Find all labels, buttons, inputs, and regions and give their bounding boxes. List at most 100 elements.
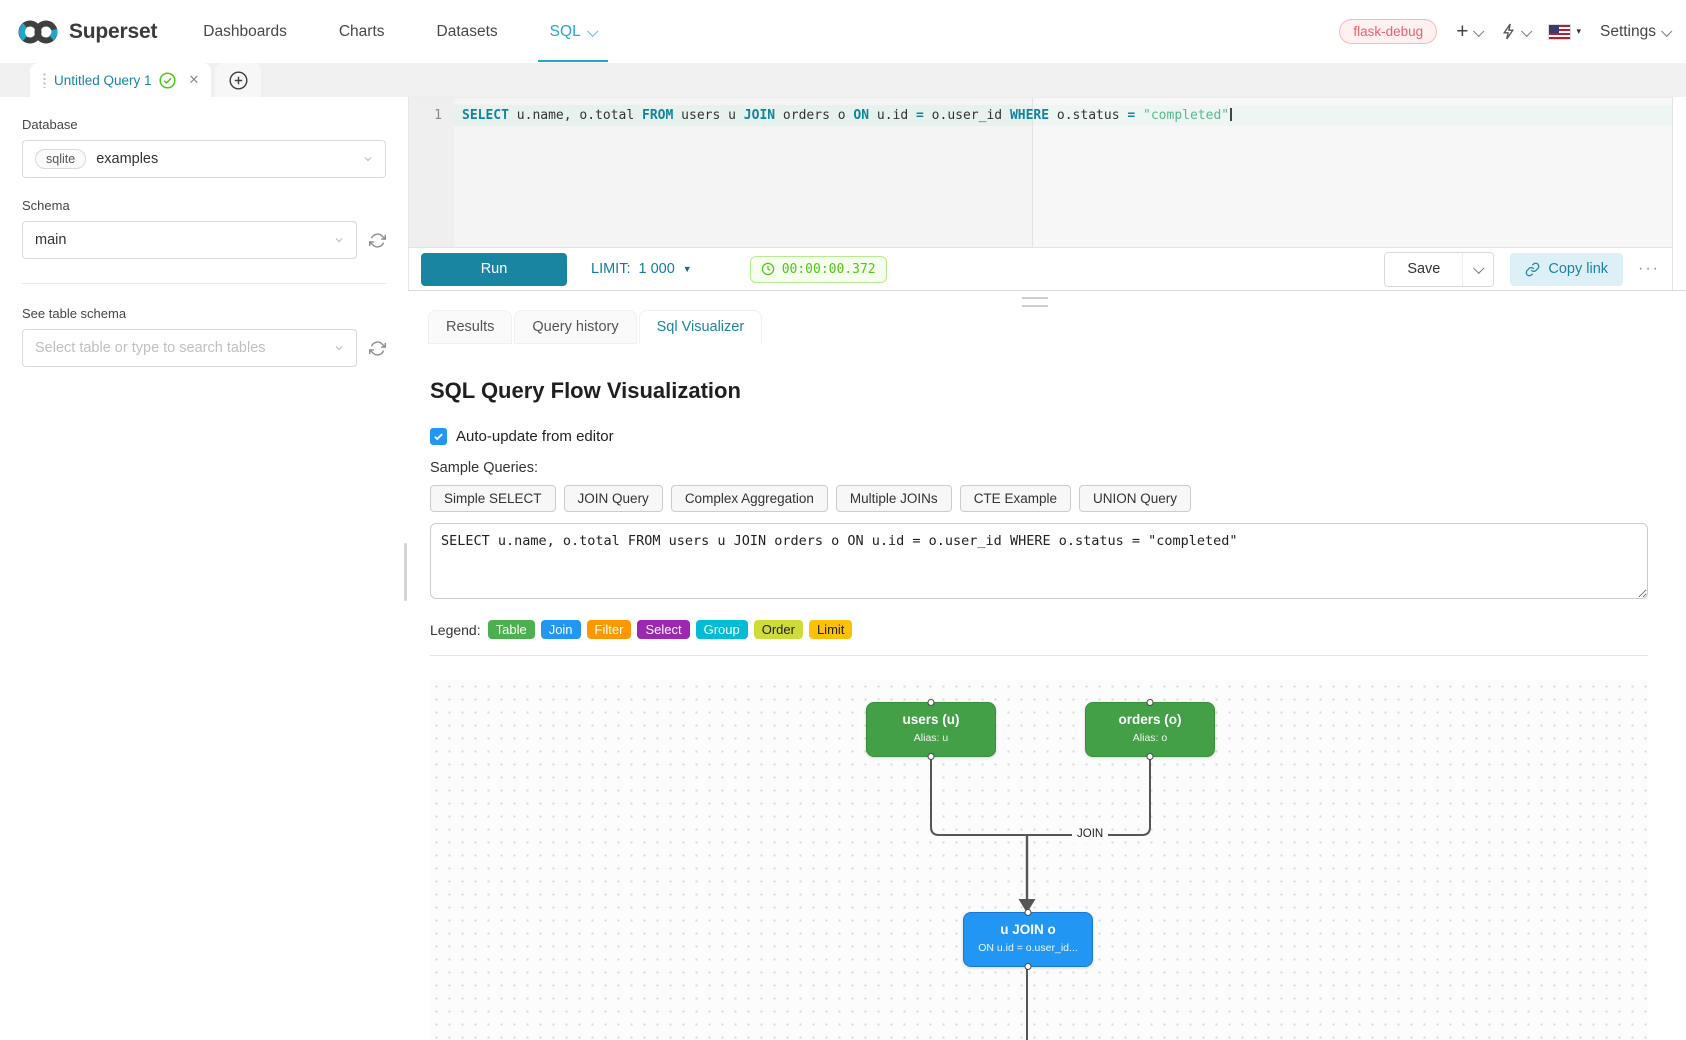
chevron-down-icon [1521, 25, 1533, 37]
sql-code-line[interactable]: SELECT u.name, o.total FROM users u JOIN… [462, 105, 1233, 126]
superset-logo-icon [18, 20, 58, 43]
sql-token: u.name, o.total [508, 108, 643, 123]
flow-edges [930, 757, 1151, 1040]
chevron-down-icon [364, 157, 372, 162]
table-select-placeholder: Select table or type to search tables [35, 340, 266, 356]
node-title: u JOIN o [1000, 922, 1056, 937]
schema-select[interactable]: main [22, 221, 357, 259]
plus-circle-icon [229, 70, 248, 90]
node-handle-top[interactable] [1024, 909, 1032, 916]
navbar-right: flask-debug + ▾ Settings [1339, 19, 1673, 44]
sample-query-union-query[interactable]: UNION Query [1078, 485, 1191, 512]
sql-token: SELECT [462, 108, 509, 123]
visualizer-query-input[interactable]: SELECT u.name, o.total FROM users u JOIN… [430, 523, 1648, 599]
visualizer-title: SQL Query Flow Visualization [430, 378, 741, 403]
auto-update-checkbox[interactable] [430, 428, 447, 445]
schema-select-value: main [35, 232, 67, 248]
refresh-schemas-button[interactable] [369, 232, 386, 249]
sample-query-buttons: Simple SELECT JOIN Query Complex Aggregati… [430, 485, 1648, 512]
chevron-down-icon [335, 238, 343, 243]
nav-item-charts[interactable]: Charts [313, 0, 411, 63]
node-handle-bottom[interactable] [927, 753, 935, 760]
caret-down-icon: ▼ [682, 264, 692, 274]
settings-menu[interactable]: Settings [1599, 22, 1673, 41]
chevron-down-icon [1661, 25, 1673, 37]
sql-visualizer-panel: SQL Query Flow Visualization Auto-update… [408, 344, 1686, 1040]
refresh-tables-button[interactable] [369, 340, 386, 357]
language-picker[interactable]: ▾ [1548, 23, 1581, 40]
limit-value: 1 000 [638, 261, 675, 277]
add-query-tab-button[interactable] [215, 63, 262, 97]
check-icon [434, 433, 443, 441]
sample-query-cte-example[interactable]: CTE Example [959, 485, 1071, 512]
chevron-down-icon [1473, 262, 1485, 274]
database-select[interactable]: sqlite examples [22, 140, 386, 178]
save-button[interactable]: Save [1385, 252, 1463, 286]
nav-item-dashboards[interactable]: Dashboards [177, 0, 313, 63]
save-split-button: Save [1384, 251, 1495, 287]
sample-query-multiple-joins[interactable]: Multiple JOINs [835, 485, 952, 512]
nav-item-label: Dashboards [203, 22, 287, 40]
copy-link-button[interactable]: Copy link [1510, 252, 1624, 286]
sidebar-resize-handle[interactable] [404, 543, 407, 601]
south-pane-resize-handle[interactable] [1022, 297, 1048, 307]
toolbar-right: Save Copy link ··· [1384, 251, 1660, 287]
sql-editor[interactable]: 1 SELECT u.name, o.total FROM users u JO… [408, 97, 1673, 247]
active-line-highlight [454, 105, 1672, 126]
tab-results[interactable]: Results [428, 310, 513, 344]
sample-query-simple-select[interactable]: Simple SELECT [430, 485, 556, 512]
query-tab-untitled-query-1[interactable]: Untitled Query 1 ✕ [30, 63, 212, 97]
close-tab-icon[interactable]: ✕ [188, 72, 200, 87]
nav-item-sql[interactable]: SQL [524, 0, 622, 63]
sql-token: "completed" [1143, 108, 1230, 123]
limit-dropdown[interactable]: LIMIT: 1 000 ▼ [591, 261, 692, 277]
database-engine-badge: sqlite [35, 149, 87, 169]
query-search-dropdown[interactable] [1501, 23, 1533, 40]
new-item-dropdown[interactable]: + [1456, 19, 1485, 43]
node-handle-top[interactable] [1146, 699, 1154, 706]
run-button[interactable]: Run [421, 252, 567, 286]
legend-badge-group: Group [695, 620, 748, 639]
flow-node-orders[interactable]: orders (o)Alias: o [1085, 699, 1215, 760]
sample-queries-label: Sample Queries: [430, 460, 538, 476]
text-cursor-icon [1230, 108, 1233, 121]
sample-query-complex-aggregation[interactable]: Complex Aggregation [670, 485, 828, 512]
auto-update-row[interactable]: Auto-update from editor [430, 428, 1648, 445]
refresh-icon [369, 232, 386, 248]
node-handle-bottom[interactable] [1146, 753, 1154, 760]
nav-item-datasets[interactable]: Datasets [411, 0, 524, 63]
database-select-value: examples [96, 151, 159, 167]
save-dropdown-button[interactable] [1462, 252, 1494, 286]
node-handle-top[interactable] [927, 699, 935, 706]
node-handle-bottom[interactable] [1024, 963, 1032, 970]
check-circle-icon [158, 71, 176, 89]
legend-badge-join: Join [540, 620, 581, 639]
plus-icon: + [1456, 19, 1469, 43]
flow-node-users[interactable]: users (u)Alias: u [866, 699, 996, 760]
copy-link-label: Copy link [1548, 261, 1609, 277]
database-label: Database [22, 117, 78, 132]
table-select[interactable]: Select table or type to search tables [22, 329, 357, 367]
link-icon [1526, 262, 1540, 276]
tab-sql-visualizer[interactable]: Sql Visualizer [638, 310, 763, 344]
auto-update-label: Auto-update from editor [456, 428, 614, 445]
sample-query-join-query[interactable]: JOIN Query [563, 485, 663, 512]
sql-token: ON [853, 108, 870, 123]
node-subtitle: Alias: u [913, 732, 949, 744]
settings-label: Settings [1599, 22, 1656, 40]
superset-logo[interactable]: Superset [16, 0, 157, 63]
lightning-icon [1503, 23, 1515, 40]
clock-icon [761, 262, 774, 276]
refresh-icon [369, 340, 386, 356]
pane-divider [408, 290, 1686, 291]
more-actions-button[interactable]: ··· [1638, 260, 1660, 277]
tab-query-history[interactable]: Query history [514, 310, 637, 344]
environment-badge: flask-debug [1339, 19, 1438, 44]
